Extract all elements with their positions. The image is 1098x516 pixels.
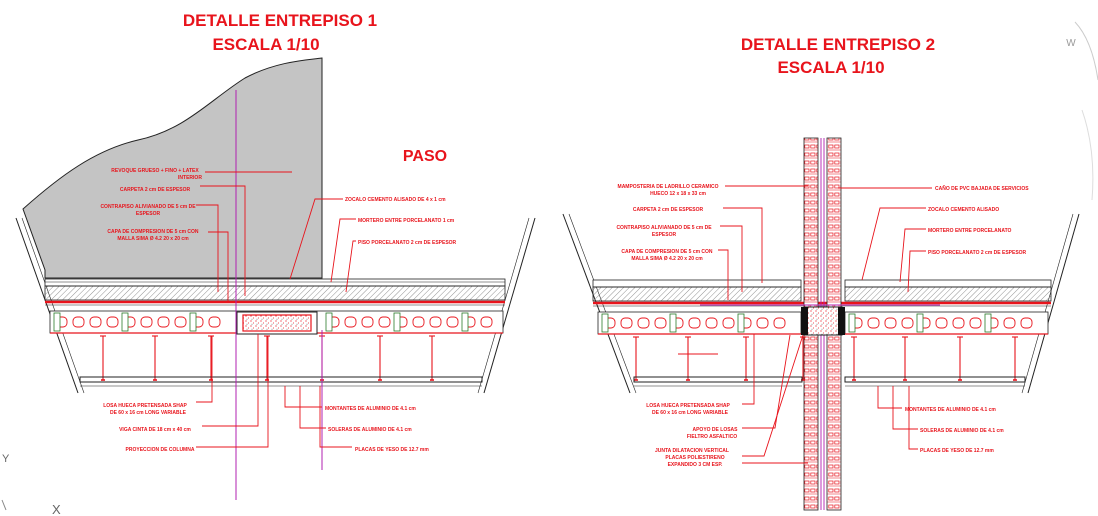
detail-1: DETALLE ENTREPISO 1 ESCALA 1/10 PASO <box>15 11 536 500</box>
label-montantes: MONTANTES DE ALUMINIO DE 4.1 cm <box>325 406 416 412</box>
viewcube[interactable]: W <box>1066 21 1098 201</box>
label-losa-2: DE 60 x 16 cm LONG VARIABLE <box>110 410 187 416</box>
detail-2-annotations: MAMPOSTERIA DE LADRILLO CERAMICO HUECO 1… <box>616 184 1029 468</box>
label-capa-2: MALLA SIMA Ø 4.2 20 x 20 cm <box>117 236 189 242</box>
ceiling-profile-1 <box>79 376 483 383</box>
label-contrapiso: CONTRAPISO ALIVIANADO DE 5 cm DE <box>100 204 196 210</box>
label-soleras-2: SOLERAS DE ALUMINIO DE 4.1 cm <box>920 428 1004 434</box>
label-capa-d2-2: MALLA SIMA Ø 4.2 20 x 20 cm <box>631 256 703 262</box>
label-montantes-2: MONTANTES DE ALUMINIO DE 4.1 cm <box>905 407 996 413</box>
label-losa-d2-2: DE 60 x 16 cm LONG VARIABLE <box>652 410 729 416</box>
label-mamposteria: MAMPOSTERIA DE LADRILLO CERAMICO <box>618 184 719 190</box>
detail-1-title: DETALLE ENTREPISO 1 <box>183 11 377 30</box>
label-junta-2: PLACAS POLIESTIRENO <box>665 455 724 461</box>
ucs-icon: Y X <box>1 453 61 516</box>
label-soleras: SOLERAS DE ALUMINIO DE 4.1 cm <box>328 427 412 433</box>
label-carpeta: CARPETA 2 cm DE ESPESOR <box>120 187 191 193</box>
label-mamposteria-2: HUECO 12 x 18 x 33 cm <box>650 191 706 197</box>
label-contrapiso-2: ESPESOR <box>136 211 161 217</box>
detail-2-title: DETALLE ENTREPISO 2 <box>741 35 935 54</box>
slab-outline-1 <box>15 217 536 394</box>
label-mortero-2: MORTERO ENTRE PORCELANATO <box>928 228 1012 234</box>
label-apoyo: APOYO DE LOSAS <box>692 427 738 433</box>
ceiling-hangers-1 <box>100 335 435 381</box>
slab-hollow-core-2 <box>597 311 1049 335</box>
label-revoque-2: INTERIOR <box>178 175 202 181</box>
label-contrapiso-d2-2: ESPESOR <box>652 232 677 238</box>
label-revoque: REVOQUE GRUESO + FINO + LATEX <box>111 168 199 174</box>
label-piso-2: PISO PORCELANATO 2 cm DE ESPESOR <box>928 250 1027 256</box>
label-carpeta-2: CARPETA 2 cm DE ESPESOR <box>633 207 704 213</box>
label-losa: LOSA HUECA PRETENSADA SHAP <box>103 403 187 409</box>
ucs-x-label: X <box>52 502 61 516</box>
detail-1-scale: ESCALA 1/10 <box>212 35 319 54</box>
wall-section <box>22 57 323 279</box>
viewcube-west-letter: W <box>1066 38 1076 49</box>
finish-layer <box>44 278 506 287</box>
label-piso: PISO PORCELANATO 2 cm DE ESPESOR <box>358 240 457 246</box>
dilatation-joint <box>803 306 843 336</box>
label-cano: CAÑO DE PVC BAJADA DE SERVICIOS <box>935 185 1029 192</box>
paso-label: PASO <box>403 148 447 165</box>
label-losa-d2: LOSA HUECA PRETENSADA SHAP <box>646 403 730 409</box>
label-capa-d2: CAPA DE COMPRESION DE 5 cm CON <box>621 249 713 255</box>
label-viga: VIGA CINTA DE 18 cm x 40 cm <box>119 427 191 433</box>
label-apoyo-2: FIELTRO ASFALTICO <box>687 434 737 440</box>
ucs-y-label: Y <box>2 453 10 465</box>
ceiling-hangers-2 <box>633 336 1018 381</box>
label-junta: JUNTA DILATACION VERTICAL <box>655 448 729 454</box>
label-mortero: MORTERO ENTRE PORCELANATO 1 cm <box>358 218 455 224</box>
label-zocalo: ZOCALO CEMENTO ALISADO DE 4 x 1 cm <box>345 197 446 203</box>
detail-2-scale: ESCALA 1/10 <box>777 58 884 77</box>
detail-2: DETALLE ENTREPISO 2 ESCALA 1/10 <box>562 35 1080 511</box>
label-placas: PLACAS DE YESO DE 12.7 mm <box>355 447 429 453</box>
label-capa: CAPA DE COMPRESION DE 5 cm CON <box>107 229 199 235</box>
label-placas-2: PLACAS DE YESO DE 12.7 mm <box>920 448 994 454</box>
label-zocalo-2: ZOCALO CEMENTO ALISADO <box>928 207 999 213</box>
detail-1-annotations: REVOQUE GRUESO + FINO + LATEX INTERIOR C… <box>100 168 456 453</box>
label-contrapiso-d2: CONTRAPISO ALIVIANADO DE 5 cm DE <box>616 225 712 231</box>
contrapiso-layer <box>44 285 506 301</box>
label-proyeccion: PROYECCION DE COLUMNA <box>126 447 195 453</box>
label-junta-3: EXPANDIDO 3 CM ESP. <box>668 462 723 468</box>
